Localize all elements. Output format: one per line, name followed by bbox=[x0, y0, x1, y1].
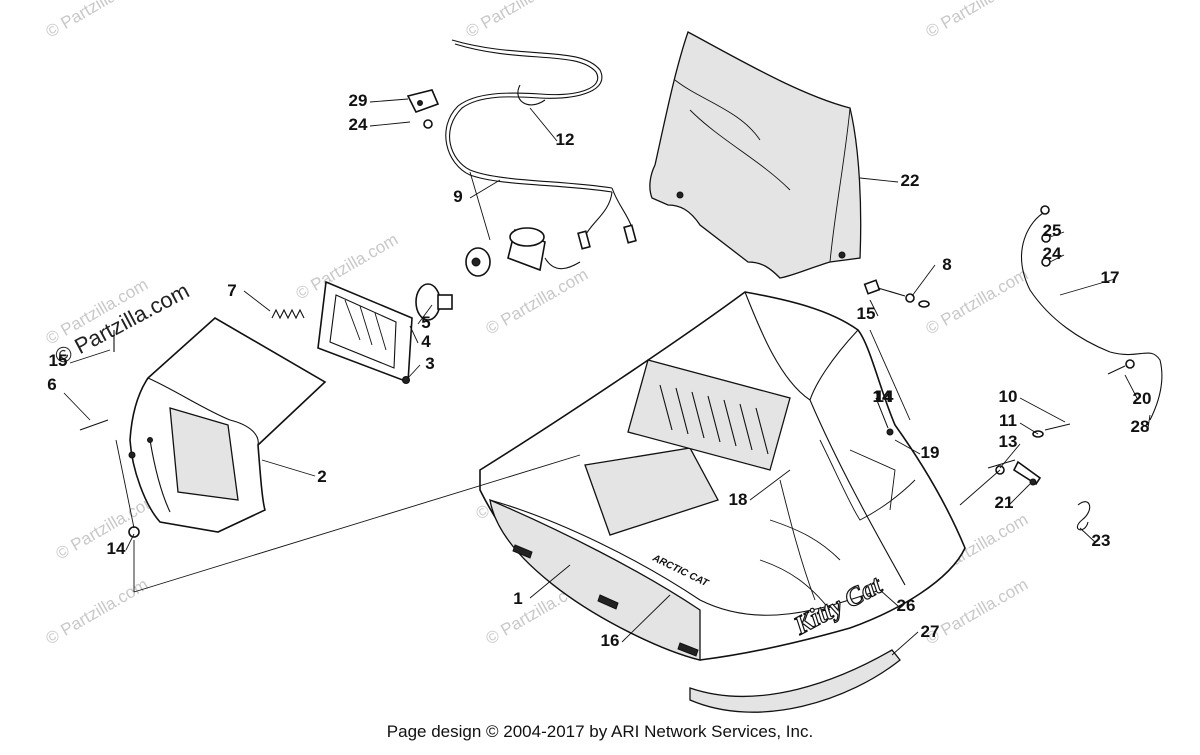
callout-14: 14 bbox=[107, 539, 126, 558]
watermark-text: © Partzilla.com bbox=[43, 575, 152, 649]
assembly-line bbox=[133, 454, 581, 593]
callout-10: 10 bbox=[999, 387, 1018, 406]
callout-29: 29 bbox=[349, 91, 368, 110]
leader-line bbox=[1049, 231, 1065, 238]
leader-line bbox=[69, 349, 111, 364]
leader-line bbox=[891, 631, 919, 656]
leader-line bbox=[529, 107, 558, 142]
callout-1: 1 bbox=[513, 589, 522, 608]
callout-13: 13 bbox=[999, 432, 1018, 451]
callout-9: 9 bbox=[453, 187, 462, 206]
callout-15: 15 bbox=[857, 304, 876, 323]
callout-4: 4 bbox=[421, 332, 431, 351]
callout-15: 15 bbox=[49, 351, 68, 370]
leader-line bbox=[1124, 374, 1139, 401]
leader-line bbox=[1059, 278, 1116, 296]
tether-cable bbox=[1021, 205, 1163, 421]
callout-5: 5 bbox=[421, 313, 430, 332]
callout-17: 17 bbox=[1101, 268, 1120, 287]
leader-line bbox=[879, 589, 899, 607]
callout-20: 20 bbox=[1133, 389, 1152, 408]
leader-line bbox=[63, 392, 91, 421]
socket bbox=[465, 227, 546, 277]
leader-line bbox=[621, 594, 671, 643]
hood-vent bbox=[627, 359, 791, 471]
trim-strip bbox=[689, 649, 901, 713]
callout-11: 11 bbox=[999, 411, 1017, 430]
headlamp bbox=[317, 280, 413, 384]
leader-line bbox=[417, 304, 433, 325]
leader-line bbox=[875, 397, 889, 429]
leader-line bbox=[261, 459, 316, 477]
assembly-line bbox=[115, 439, 135, 529]
clamp bbox=[406, 89, 440, 129]
callout-24: 24 bbox=[1043, 244, 1062, 263]
screw-6 bbox=[79, 419, 109, 431]
callout-2: 2 bbox=[317, 467, 326, 486]
wiring-harness bbox=[445, 39, 637, 270]
callout-18: 18 bbox=[729, 490, 748, 509]
callout-19: 19 bbox=[921, 443, 940, 462]
assembly-line bbox=[469, 171, 491, 241]
hood bbox=[479, 291, 966, 661]
leader-line bbox=[407, 364, 421, 379]
leader-line bbox=[749, 469, 791, 501]
hood-strap-hardware bbox=[987, 423, 1091, 531]
leader-line bbox=[1019, 422, 1039, 435]
leader-line bbox=[869, 299, 879, 317]
callout-3: 3 bbox=[425, 354, 434, 373]
callout-25: 25 bbox=[1043, 221, 1062, 240]
page-footer: Page design © 2004-2017 by ARI Network S… bbox=[386, 722, 814, 741]
side-graphic bbox=[759, 439, 916, 611]
leader-line bbox=[859, 177, 899, 183]
leader-line bbox=[369, 98, 409, 103]
windshield bbox=[649, 31, 862, 279]
windshield-hardware bbox=[863, 279, 930, 308]
callout-26: 26 bbox=[897, 596, 916, 615]
callout-28: 28 bbox=[1131, 417, 1150, 436]
leader-line bbox=[409, 325, 419, 344]
callout-12: 12 bbox=[556, 130, 575, 149]
watermark-text: © Partzilla.com bbox=[483, 265, 592, 339]
callout-7: 7 bbox=[227, 281, 236, 300]
callout-14: 14 bbox=[875, 387, 894, 406]
callout-6: 6 bbox=[47, 375, 56, 394]
leader-line bbox=[125, 533, 135, 551]
watermark-text: © Partzilla.com bbox=[43, 0, 152, 41]
callout-16: 16 bbox=[601, 631, 620, 650]
leader-line bbox=[1079, 527, 1096, 543]
leader-line bbox=[1049, 254, 1065, 263]
assembly-line bbox=[869, 329, 911, 421]
callout-23: 23 bbox=[1092, 531, 1111, 550]
grommet-14 bbox=[128, 526, 140, 538]
watermark-text: © Partzilla.com bbox=[923, 0, 1032, 41]
leader-line bbox=[999, 443, 1021, 469]
leader-line bbox=[369, 121, 411, 127]
callout-layer: 1234567891011121314141415151617181920212… bbox=[47, 91, 1151, 650]
leader-line bbox=[243, 290, 271, 312]
leader-line bbox=[1019, 397, 1066, 423]
callout-14: 14 bbox=[873, 387, 892, 406]
callout-8: 8 bbox=[942, 255, 951, 274]
assembly-line bbox=[959, 469, 1001, 506]
leader-line bbox=[1147, 414, 1151, 429]
spring bbox=[271, 308, 305, 320]
callout-22: 22 bbox=[901, 171, 920, 190]
leader-line bbox=[894, 439, 921, 455]
watermark-text: © Partzilla.com bbox=[923, 265, 1032, 339]
callout-27: 27 bbox=[921, 622, 940, 641]
leader-line bbox=[469, 179, 501, 199]
leader-line bbox=[911, 264, 936, 297]
callout-21: 21 bbox=[995, 493, 1014, 512]
headlight-housing bbox=[128, 317, 327, 533]
leader-line bbox=[1009, 483, 1031, 505]
leader-lines bbox=[63, 98, 1151, 656]
callout-24: 24 bbox=[349, 115, 368, 134]
leader-line bbox=[529, 564, 571, 599]
bulb bbox=[415, 283, 453, 321]
watermark-text: © Partzilla.com bbox=[463, 0, 572, 41]
